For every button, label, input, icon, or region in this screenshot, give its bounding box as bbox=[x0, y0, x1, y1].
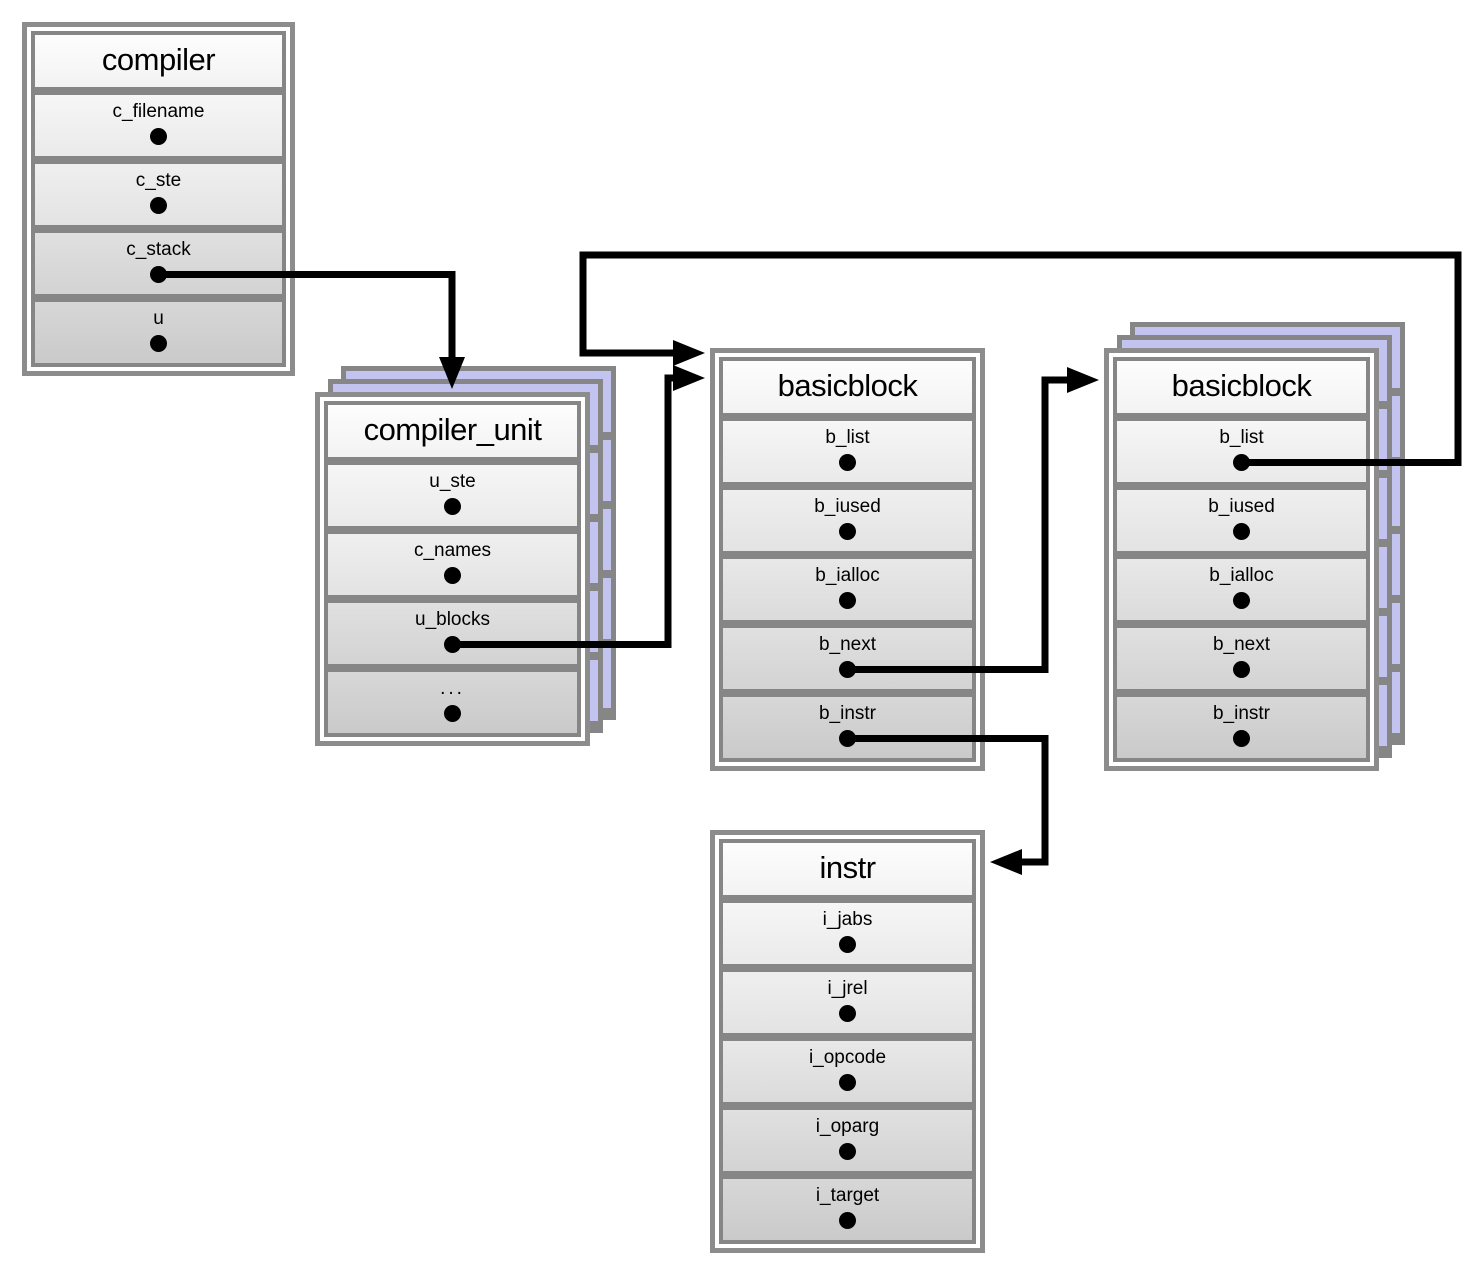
struct-title-label: basicblock bbox=[777, 368, 918, 403]
pointer-dot bbox=[1233, 661, 1250, 678]
field-label: b_list bbox=[825, 427, 870, 448]
field-row-i_jabs: i_jabs bbox=[719, 899, 976, 968]
field-label: ... bbox=[440, 678, 465, 699]
struct-title: basicblock bbox=[1113, 357, 1370, 417]
pointer-dot bbox=[444, 636, 461, 653]
arrow-head-b_list-loop-to-first-basicblock bbox=[673, 340, 705, 366]
pointer-dot bbox=[1233, 523, 1250, 540]
field-label: i_target bbox=[815, 1185, 880, 1206]
struct-title-label: compiler bbox=[101, 42, 216, 77]
struct-basicblock-1: basicblock b_list b_iused b_ialloc b_nex… bbox=[710, 348, 985, 771]
pointer-dot bbox=[444, 567, 461, 584]
struct-box: compiler c_filename c_ste c_stack u bbox=[22, 22, 295, 376]
struct-title-label: compiler_unit bbox=[363, 412, 542, 447]
field-row-c_filename: c_filename bbox=[31, 91, 286, 160]
pointer-dot bbox=[839, 1074, 856, 1091]
pointer-dot bbox=[839, 592, 856, 609]
arrow-head-u_blocks-to-basicblock bbox=[673, 365, 705, 391]
struct-title: compiler_unit bbox=[324, 401, 581, 461]
field-row-b_next: b_next bbox=[1113, 624, 1370, 693]
pointer-dot bbox=[839, 523, 856, 540]
pointer-dot bbox=[1233, 454, 1250, 471]
field-label: b_iused bbox=[1208, 496, 1275, 517]
pointer-dot bbox=[839, 661, 856, 678]
pointer-dot bbox=[150, 128, 167, 145]
struct-box: basicblock b_list b_iused b_ialloc b_nex… bbox=[1104, 348, 1379, 771]
field-row-u: u bbox=[31, 298, 286, 367]
struct-title: compiler bbox=[31, 31, 286, 91]
struct-title: instr bbox=[719, 839, 976, 899]
field-label: u_blocks bbox=[415, 609, 490, 630]
pointer-dot bbox=[1233, 592, 1250, 609]
field-row-b_next: b_next bbox=[719, 624, 976, 693]
struct-title-label: basicblock bbox=[1171, 368, 1312, 403]
field-label: i_jrel bbox=[827, 978, 868, 999]
pointer-dot bbox=[839, 454, 856, 471]
field-row-i_opcode: i_opcode bbox=[719, 1037, 976, 1106]
field-label: i_jabs bbox=[822, 909, 873, 930]
pointer-dot bbox=[1233, 730, 1250, 747]
field-label: c_ste bbox=[135, 170, 182, 191]
field-label: c_stack bbox=[126, 239, 191, 260]
struct-instr: instr i_jabs i_jrel i_opcode i_oparg i_t… bbox=[710, 830, 985, 1253]
pointer-dot bbox=[839, 1212, 856, 1229]
field-label: i_opcode bbox=[808, 1047, 887, 1068]
field-label: b_next bbox=[818, 634, 877, 655]
pointer-dot bbox=[150, 335, 167, 352]
field-row-c_stack: c_stack bbox=[31, 229, 286, 298]
field-row-u_blocks: u_blocks bbox=[324, 599, 581, 668]
field-label: c_filename bbox=[112, 101, 205, 122]
field-label: b_next bbox=[1212, 634, 1271, 655]
pointer-dot bbox=[150, 266, 167, 283]
field-row-b_list: b_list bbox=[1113, 417, 1370, 486]
struct-title-label: instr bbox=[819, 850, 876, 885]
struct-compiler: compiler c_filename c_ste c_stack u bbox=[22, 22, 295, 376]
field-label: b_ialloc bbox=[1209, 565, 1274, 586]
field-label: u_ste bbox=[429, 471, 476, 492]
field-label: b_list bbox=[1219, 427, 1264, 448]
field-row-b_instr: b_instr bbox=[1113, 693, 1370, 762]
field-row-ellipsis: ... bbox=[324, 668, 581, 737]
field-row-b_iused: b_iused bbox=[1113, 486, 1370, 555]
field-label: c_names bbox=[413, 540, 492, 561]
field-row-i_jrel: i_jrel bbox=[719, 968, 976, 1037]
field-row-c_ste: c_ste bbox=[31, 160, 286, 229]
pointer-dot bbox=[444, 705, 461, 722]
field-row-i_oparg: i_oparg bbox=[719, 1106, 976, 1175]
struct-compiler-unit: compiler_unit u_ste c_names u_blocks ... bbox=[315, 366, 616, 746]
struct-box: instr i_jabs i_jrel i_opcode i_oparg i_t… bbox=[710, 830, 985, 1253]
field-row-b_instr: b_instr bbox=[719, 693, 976, 762]
struct-basicblock-2: basicblock b_list b_iused b_ialloc b_nex… bbox=[1104, 322, 1405, 771]
pointer-dot bbox=[839, 1143, 856, 1160]
field-row-b_ialloc: b_ialloc bbox=[1113, 555, 1370, 624]
struct-title: basicblock bbox=[719, 357, 976, 417]
field-label: b_iused bbox=[814, 496, 881, 517]
field-row-b_ialloc: b_ialloc bbox=[719, 555, 976, 624]
pointer-dot bbox=[839, 730, 856, 747]
pointer-dot bbox=[150, 197, 167, 214]
pointer-dot bbox=[444, 498, 461, 515]
pointer-dot bbox=[839, 1005, 856, 1022]
struct-box: basicblock b_list b_iused b_ialloc b_nex… bbox=[710, 348, 985, 771]
field-label: b_instr bbox=[818, 703, 877, 724]
field-row-b_list: b_list bbox=[719, 417, 976, 486]
field-row-i_target: i_target bbox=[719, 1175, 976, 1244]
field-label: b_ialloc bbox=[815, 565, 880, 586]
field-row-u_ste: u_ste bbox=[324, 461, 581, 530]
field-row-b_iused: b_iused bbox=[719, 486, 976, 555]
field-label: u bbox=[153, 308, 164, 329]
arrow-head-b_next-to-next-basicblock bbox=[1067, 367, 1099, 393]
field-label: i_oparg bbox=[815, 1116, 880, 1137]
field-label: b_instr bbox=[1212, 703, 1271, 724]
field-row-c_names: c_names bbox=[324, 530, 581, 599]
struct-box: compiler_unit u_ste c_names u_blocks ... bbox=[315, 392, 590, 746]
arrow-head-b_instr-to-instr bbox=[990, 849, 1022, 875]
pointer-dot bbox=[839, 936, 856, 953]
